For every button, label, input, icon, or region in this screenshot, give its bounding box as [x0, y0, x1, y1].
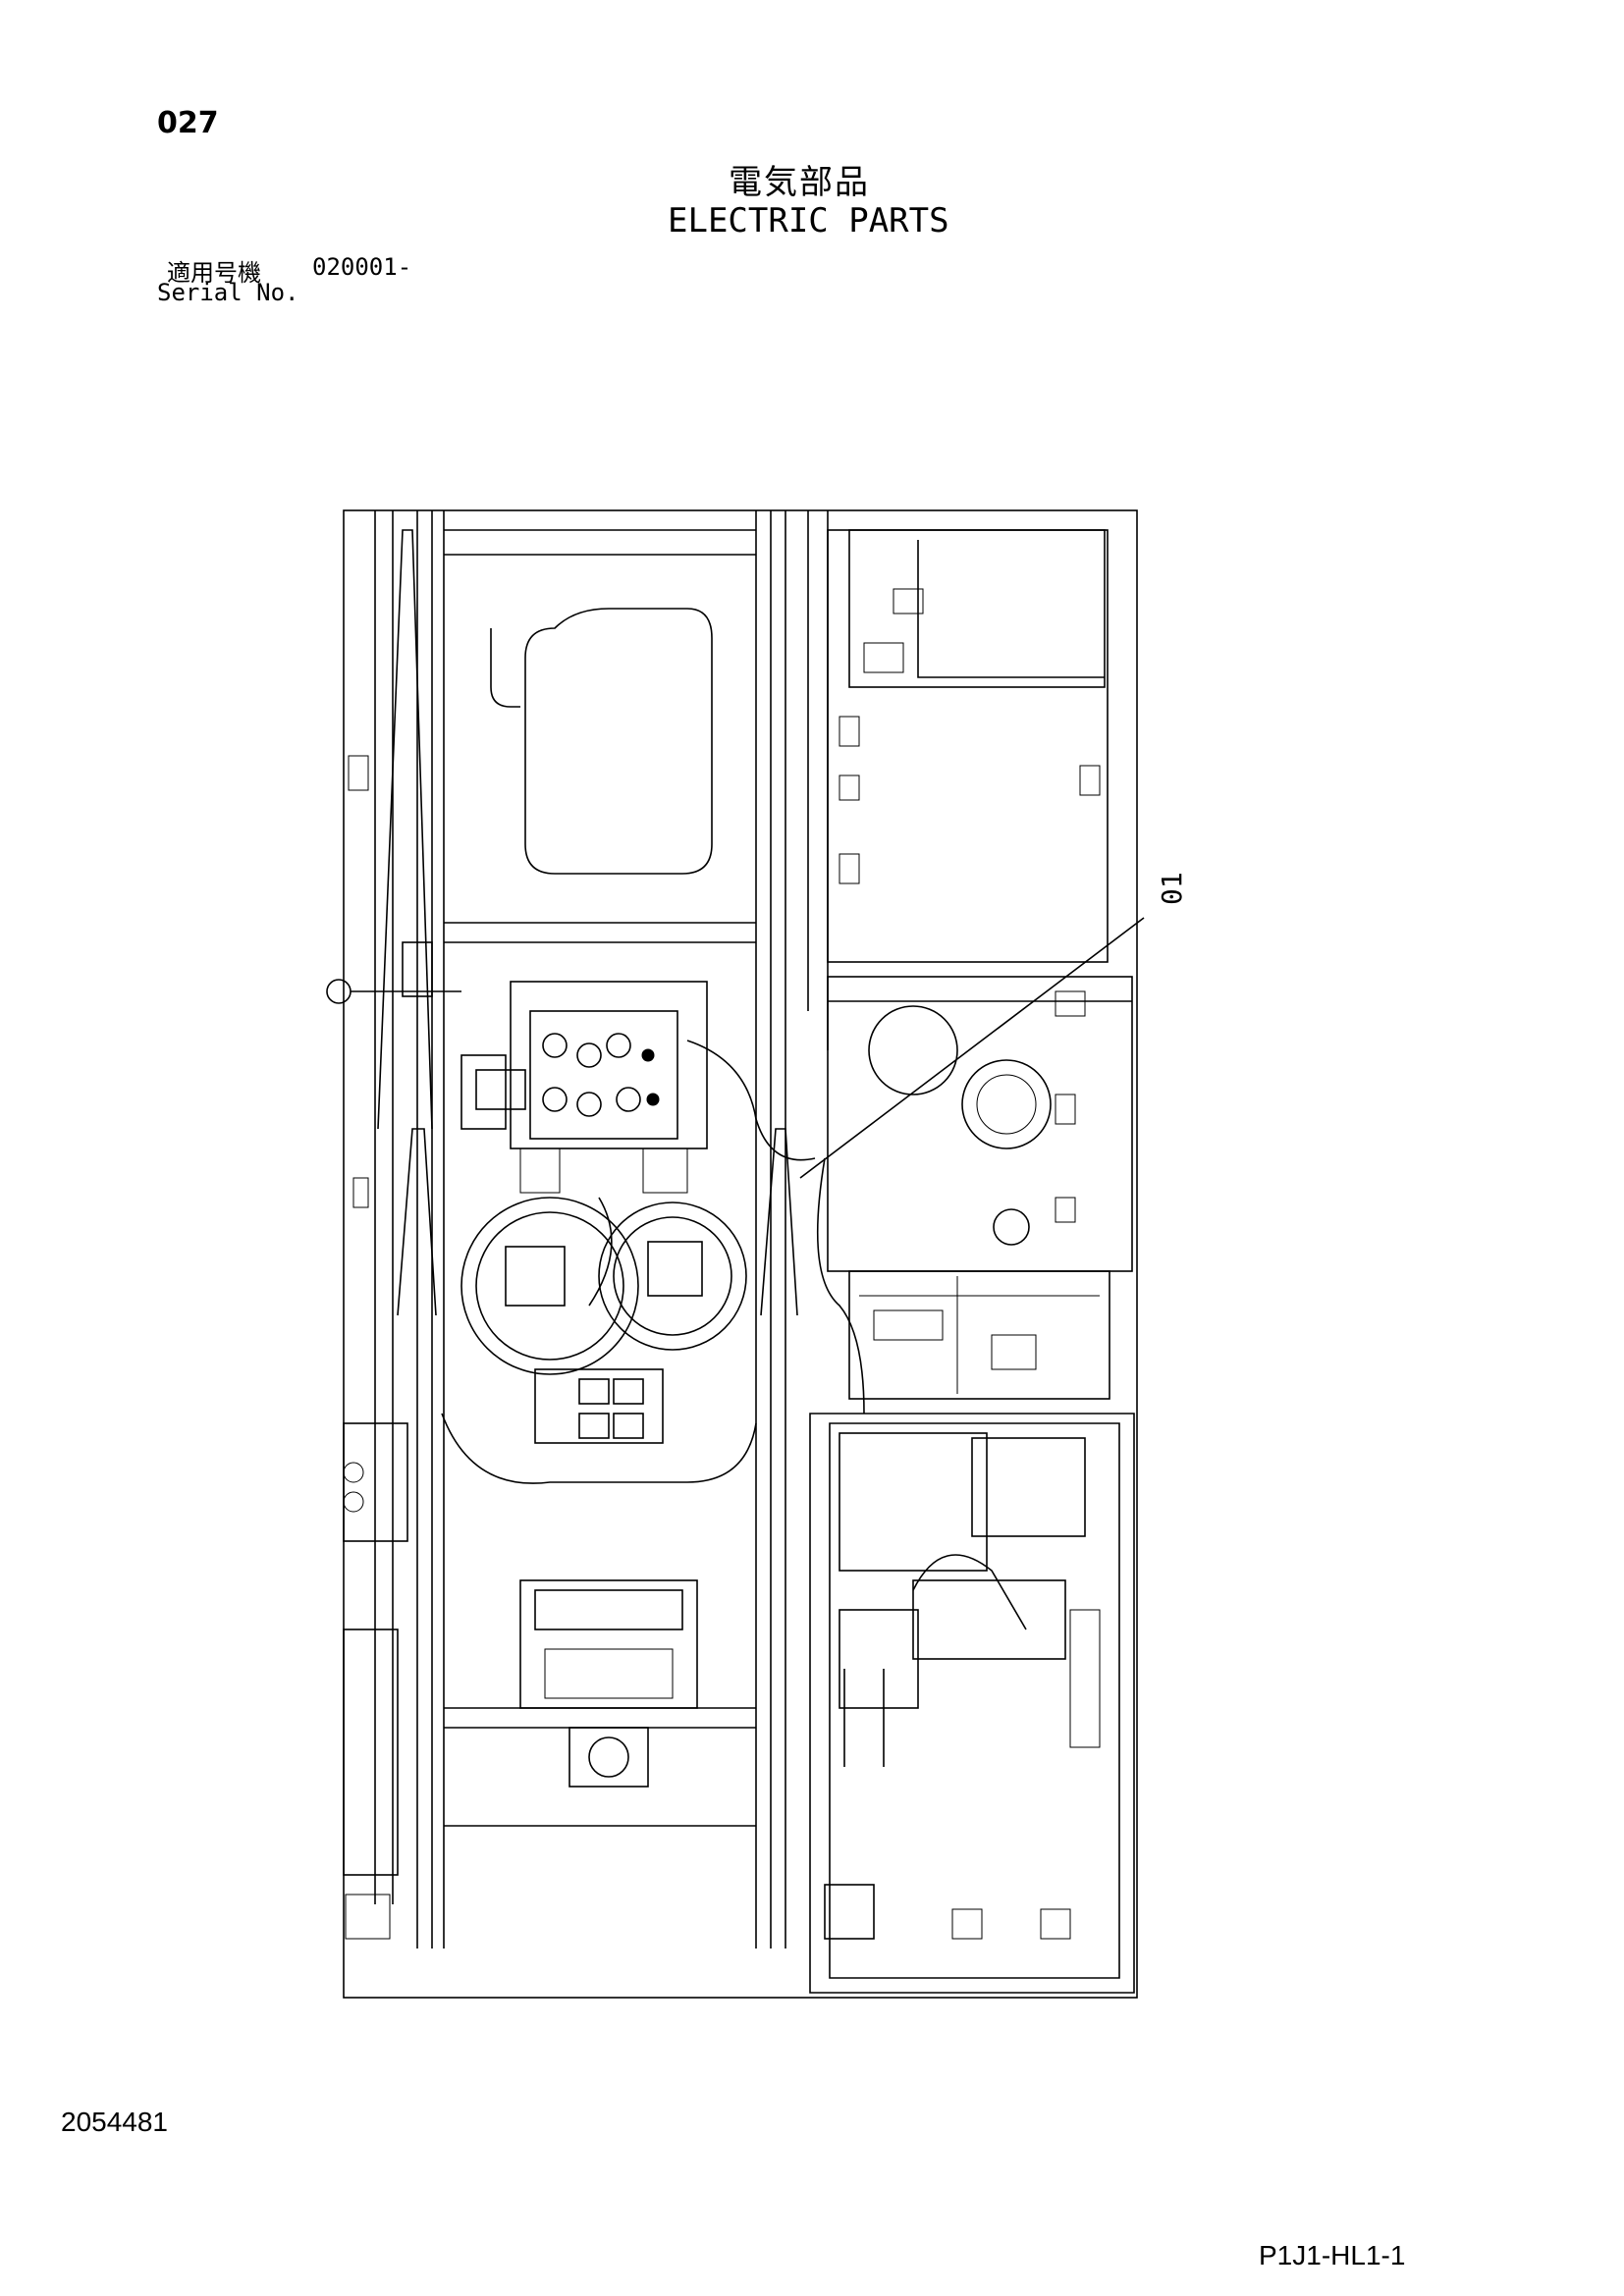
title-japanese: 電気部品	[729, 163, 870, 202]
serial-number-value: 020001-	[312, 253, 412, 281]
document-code: P1J1-HL1-1	[1259, 2240, 1406, 2270]
chassis-frame	[326, 509, 1145, 1999]
page-number: 027	[157, 106, 219, 140]
serial-label-english: Serial No.	[157, 279, 299, 306]
drawing-number: 2054481	[61, 2107, 169, 2137]
callout-label: 01	[1156, 872, 1188, 905]
serial-label-japanese: 適用号機	[167, 259, 261, 287]
callout-leader-line	[799, 917, 1145, 1179]
title-english: ELECTRIC PARTS	[668, 201, 949, 240]
